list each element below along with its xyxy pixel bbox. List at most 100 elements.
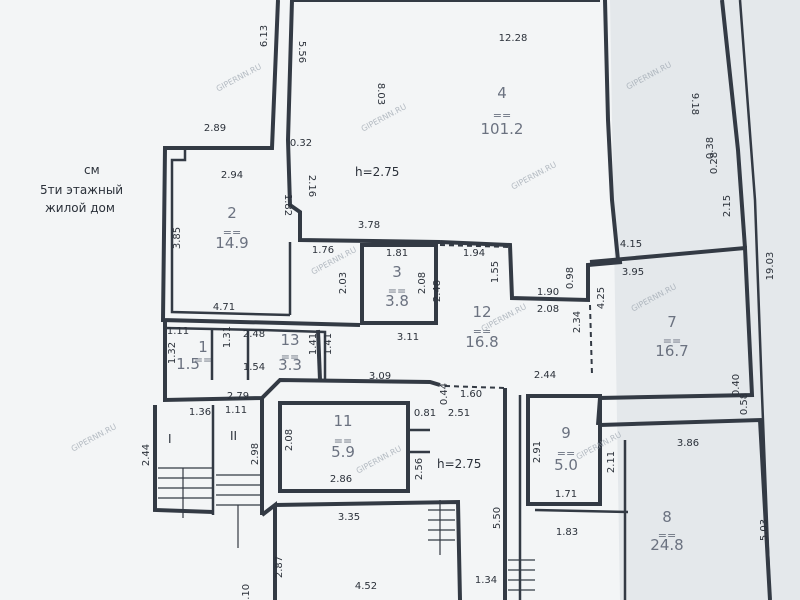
dimension-label: 2.79	[227, 391, 249, 402]
building-note-line-2: 5ти этажный	[40, 183, 123, 197]
room-separator-11: ==	[334, 435, 352, 448]
dimension-label: 2.91	[532, 441, 543, 463]
dimension-label: 2.16	[306, 175, 317, 197]
room-number-11: 11	[333, 412, 352, 430]
room-number-9: 9	[561, 424, 571, 442]
dimension-label: 1.36	[189, 407, 211, 418]
room-separator-9: ==	[557, 447, 575, 460]
room-number-2: 2	[227, 204, 237, 222]
building-note-line-3: жилой дом	[45, 201, 115, 215]
dimension-label: 2.89	[204, 123, 226, 134]
room-area-7: 16.7	[655, 342, 688, 360]
wall-room-3	[360, 243, 438, 325]
dimension-label: 2.94	[221, 170, 243, 181]
walls	[153, 0, 772, 600]
dimension-label: 3.78	[358, 220, 380, 231]
room-number-4: 4	[497, 84, 507, 102]
dimension-label: 5.56	[296, 41, 307, 63]
dimension-label: 1.60	[460, 389, 482, 400]
room-separator-12: ==	[473, 325, 491, 338]
wall-hall-left	[285, 0, 441, 244]
room-number-13: 13	[280, 331, 299, 349]
dimension-label: 3.35	[338, 512, 360, 523]
dimension-label: 1.90	[537, 287, 559, 298]
room-labels: 1==1.52==14.93==3.84==101.27==16.78==24.…	[176, 84, 689, 554]
dimension-label: 1.82	[282, 194, 293, 216]
dimension-label: 1.54	[243, 362, 265, 373]
dimension-label: 3.86	[677, 438, 699, 449]
dimension-label: 1.94	[463, 248, 485, 259]
dimension-label: 2.08	[284, 429, 295, 451]
dimension-label: 2.86	[330, 474, 352, 485]
dimension-label: 2.56	[414, 458, 425, 480]
dimension-label: 0.40	[731, 374, 742, 396]
dimension-label: 2.34	[572, 311, 583, 333]
wall-corridor-top	[439, 240, 623, 303]
wall-room-2-outer	[160, 0, 361, 327]
room-separator-4: ==	[493, 109, 511, 122]
ceiling-height-upper: h=2.75	[355, 165, 399, 179]
room-number-8: 8	[662, 508, 672, 526]
wall-hall-right	[603, 0, 620, 261]
dimension-label: 2.51	[448, 408, 470, 419]
dimension-label: 3.95	[622, 267, 644, 278]
dimension-label: 6.13	[259, 25, 270, 47]
dimension-label: 0.38	[705, 137, 716, 159]
wall-lower-block	[274, 499, 462, 600]
room-separator-7: ==	[663, 335, 681, 348]
wall-room-13-door	[316, 329, 322, 381]
room-area-8: 24.8	[650, 536, 683, 554]
dimension-label: 2.44	[141, 444, 152, 466]
room-area-9: 5.0	[554, 456, 578, 474]
dimension-label: 4.52	[355, 581, 377, 592]
dimension-label: 1.76	[312, 245, 334, 256]
opening-dashed-3	[444, 385, 506, 389]
room-separator-1: ==	[194, 354, 212, 367]
ceiling-height-lower: h=2.75	[437, 457, 481, 471]
dimension-label: 1.34	[475, 575, 497, 586]
stair-hatching	[158, 467, 535, 591]
room-area-4: 101.2	[481, 120, 524, 138]
dimension-label: 2.08	[417, 272, 428, 294]
dimension-label: 8.03	[375, 83, 386, 105]
dimension-label: 1.71	[555, 489, 577, 500]
stair-label-i: I	[168, 432, 172, 446]
dimension-label: 1.11	[225, 405, 247, 416]
dimension-label: 1.41	[308, 333, 319, 355]
dimension-label: 2.15	[722, 195, 733, 217]
dimension-label: 1.41	[323, 333, 334, 355]
room-area-3: 3.8	[385, 292, 409, 310]
dimension-label: 3.11	[397, 332, 419, 343]
wall-stair-i	[153, 405, 214, 514]
wall-lower-corridor	[163, 320, 441, 403]
wall-outer-right-top	[720, 0, 747, 249]
dimension-label: 0.98	[565, 267, 576, 289]
dimension-label: 2.11	[606, 451, 617, 473]
room-number-1: 1	[198, 338, 208, 356]
wall-room-8-top-link	[534, 508, 629, 514]
wall-room-9	[526, 394, 602, 506]
room-separator-3: ==	[388, 285, 406, 298]
dimension-label: 0.58	[739, 393, 750, 415]
room-separator-2: ==	[223, 226, 241, 239]
dimension-label: 1.55	[490, 261, 501, 283]
dimension-label: 3.09	[369, 371, 391, 382]
stair-label-ii: II	[230, 429, 237, 443]
room-area-13: 3.3	[278, 356, 302, 374]
dimension-label: 4.25	[596, 287, 607, 309]
dimension-label: 4.15	[620, 239, 642, 250]
dimension-label: 2.03	[338, 272, 349, 294]
dimension-label: 9.18	[689, 93, 700, 115]
dimension-label: 19.03	[765, 252, 776, 281]
dimension-label: 1.11	[167, 326, 189, 337]
opening-dashed-2	[589, 304, 593, 376]
room-area-2: 14.9	[215, 234, 248, 252]
dimension-label: 1.32	[167, 342, 178, 364]
room-area-12: 16.8	[465, 333, 498, 351]
room-separator-8: ==	[658, 529, 676, 542]
dimension-label: 2.48	[243, 329, 265, 340]
room-number-7: 7	[667, 313, 677, 331]
dimension-label: 5.03	[759, 519, 770, 541]
